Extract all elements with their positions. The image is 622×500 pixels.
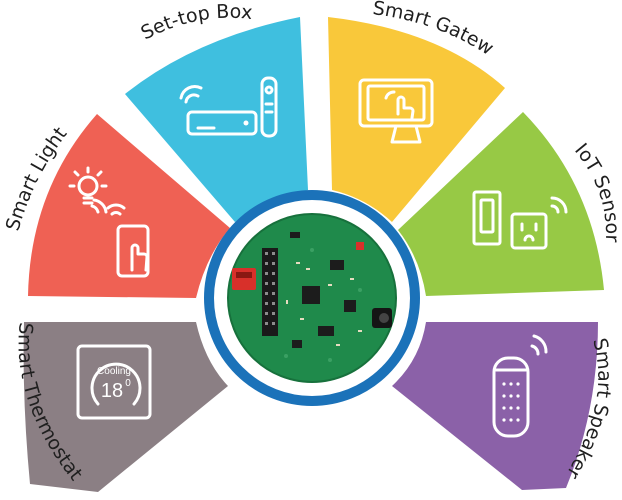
thermostat-icon: Cooling 18 0 [76, 344, 152, 420]
smart-thermostat-segment [23, 322, 228, 492]
thermostat-unit: 0 [125, 378, 131, 389]
set-top-box-segment [125, 17, 308, 222]
thermostat-temperature: 18 [101, 380, 123, 402]
smart-light-segment [28, 114, 230, 298]
smart-gateway-icon [358, 78, 434, 144]
smart-light-icon [68, 166, 150, 278]
set-top-box-icon [179, 76, 278, 138]
smart-speaker-icon [492, 334, 548, 438]
iot-sensor-icon [472, 190, 568, 250]
circuit-board [227, 213, 397, 383]
thermostat-mode: Cooling [97, 366, 131, 377]
hub-ring [204, 190, 420, 406]
